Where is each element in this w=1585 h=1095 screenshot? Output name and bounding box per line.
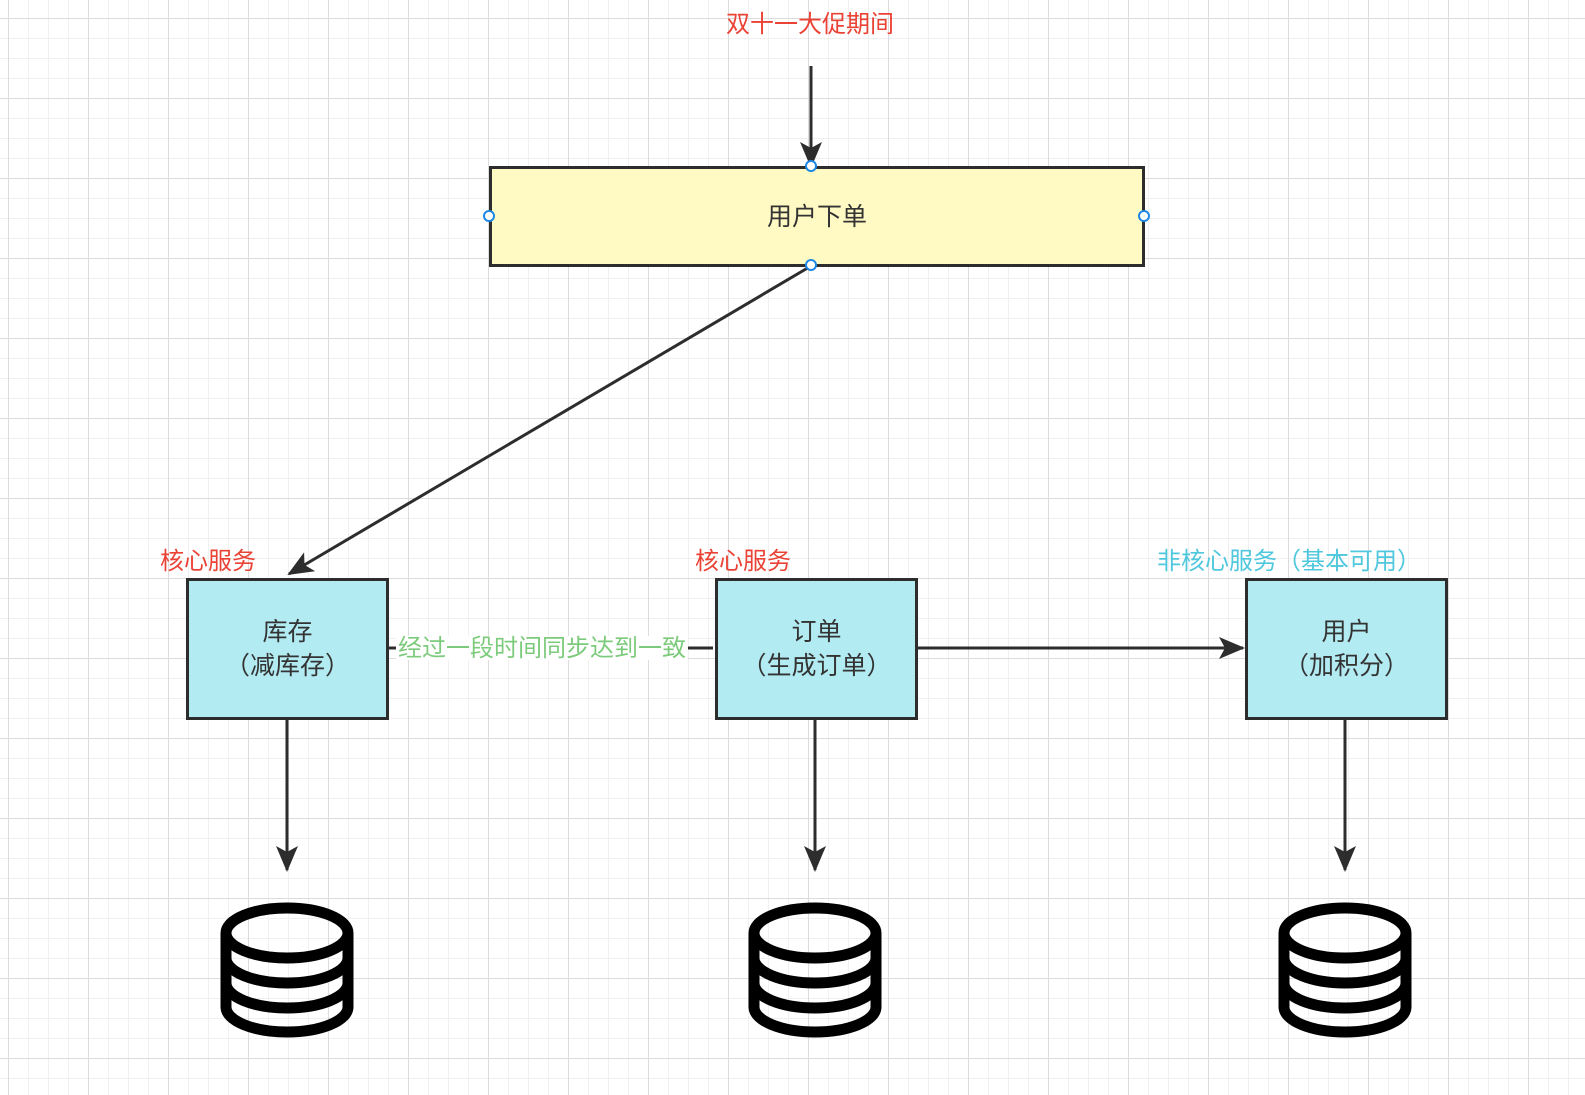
order-entry-node[interactable]: 用户下单 [489,166,1145,267]
connection-handle-left[interactable] [483,210,495,222]
user-node[interactable]: 用户 （加积分） [1245,578,1448,720]
database-icon [220,902,354,1038]
user-label: 用户 [1321,617,1372,647]
inventory-tag: 核心服务 [160,547,256,575]
user-sublabel: （加积分） [1283,651,1409,680]
order-tag: 核心服务 [695,547,791,575]
sync-edge-label: 经过一段时间同步达到一致 [396,634,688,662]
database-icon [748,902,882,1038]
arrow-order-entry-to-inventory[interactable] [287,264,812,576]
order-node[interactable]: 订单 （生成订单） [715,578,918,720]
order-sublabel: （生成订单） [741,651,892,680]
connection-handle-right[interactable] [1138,210,1150,222]
inventory-sublabel: （减库存） [224,651,350,680]
inventory-node[interactable]: 库存 （减库存） [186,578,389,720]
database-icon [1278,902,1412,1038]
user-tag: 非核心服务（基本可用） [1157,547,1421,575]
inventory-label: 库存 [262,617,313,647]
order-label: 订单 [791,617,842,647]
connection-handle-top[interactable] [805,160,817,172]
order-entry-label: 用户下单 [766,201,867,231]
connection-handle-bottom[interactable] [805,259,817,271]
diagram-title: 双十一大促期间 [726,10,894,38]
